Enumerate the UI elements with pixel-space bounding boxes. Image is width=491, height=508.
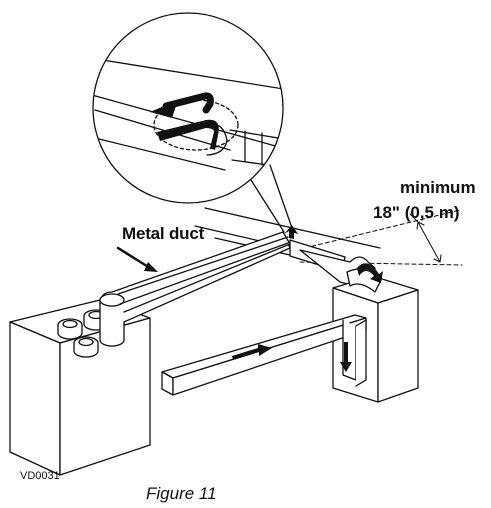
metal-duct bbox=[99, 231, 291, 347]
air-exchanger-unit bbox=[9, 299, 151, 476]
metal-duct-label: Metal duct bbox=[122, 224, 205, 243]
drawing-code: VD0031 bbox=[20, 470, 60, 482]
minimum-label: minimum bbox=[400, 178, 476, 197]
zoom-detail-circle bbox=[92, 12, 284, 204]
minimum-distance-dimension bbox=[299, 209, 463, 266]
minimum-distance-value: 18" (0,5 m) bbox=[373, 203, 460, 222]
metal-duct-pointer bbox=[116, 246, 158, 272]
airflow-arrows bbox=[232, 225, 383, 372]
figure-caption: Figure 11 bbox=[146, 484, 217, 503]
zoom-callout-lines bbox=[250, 164, 293, 233]
